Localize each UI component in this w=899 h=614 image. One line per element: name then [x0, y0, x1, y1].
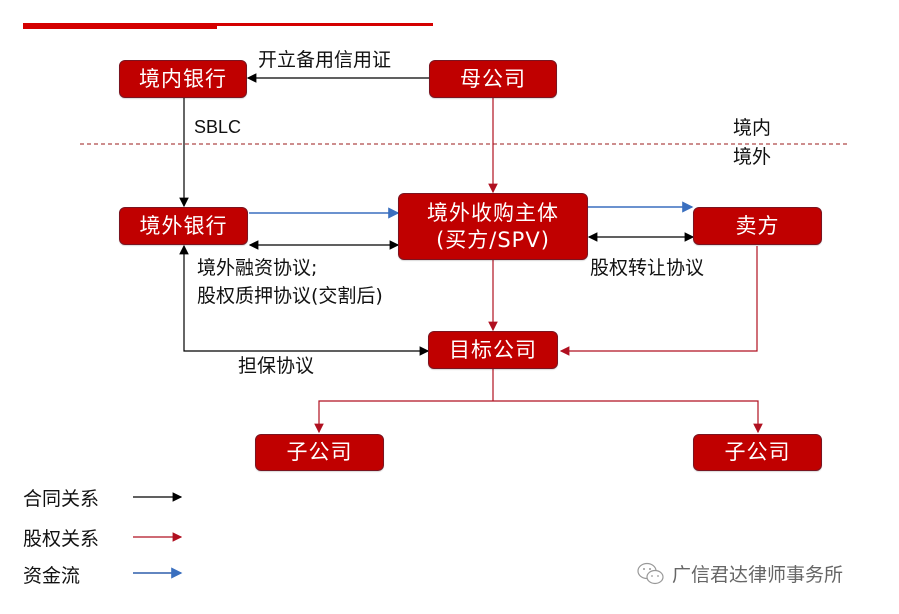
label-share-transfer: 股权转让协议 — [590, 257, 705, 279]
legend-equity: 股权关系 — [23, 528, 100, 550]
label-financing-1: 境外融资协议; — [197, 257, 318, 279]
node-parent-company: 母公司 — [429, 60, 557, 98]
legend-fund-flow: 资金流 — [23, 565, 81, 587]
node-subsidiary-left: 子公司 — [255, 434, 384, 471]
node-acquirer-title: 境外收购主体 — [427, 201, 559, 226]
label-sblc: SBLC — [194, 117, 242, 137]
label-sblc-issue: 开立备用信用证 — [258, 49, 392, 71]
edge-target-sub-right — [493, 400, 763, 434]
label-guarantee: 担保协议 — [238, 355, 315, 377]
edge-guarantee — [179, 244, 430, 356]
wechat-icon — [637, 562, 664, 584]
zone-domestic: 境内 — [733, 117, 772, 139]
node-seller: 卖方 — [693, 207, 822, 245]
zone-offshore: 境外 — [733, 146, 772, 168]
watermark-text: 广信君达律师事务所 — [672, 564, 844, 586]
edge-target-sub-left — [314, 400, 493, 434]
node-acquirer: 境外收购主体 (买方/SPV) — [398, 193, 588, 260]
legend-contract: 合同关系 — [23, 488, 100, 510]
edge-seller-target — [559, 246, 758, 356]
watermark: 广信君达律师事务所 — [636, 560, 843, 587]
header-rule — [23, 23, 433, 26]
label-financing-2: 股权质押协议(交割后) — [197, 285, 383, 307]
node-target-company: 目标公司 — [428, 331, 558, 369]
header-rule-accent — [23, 23, 217, 29]
node-acquirer-subtitle: (买方/SPV) — [436, 227, 550, 252]
node-subsidiary-right: 子公司 — [693, 434, 822, 471]
node-offshore-bank: 境外银行 — [119, 207, 248, 245]
node-domestic-bank: 境内银行 — [119, 60, 247, 98]
